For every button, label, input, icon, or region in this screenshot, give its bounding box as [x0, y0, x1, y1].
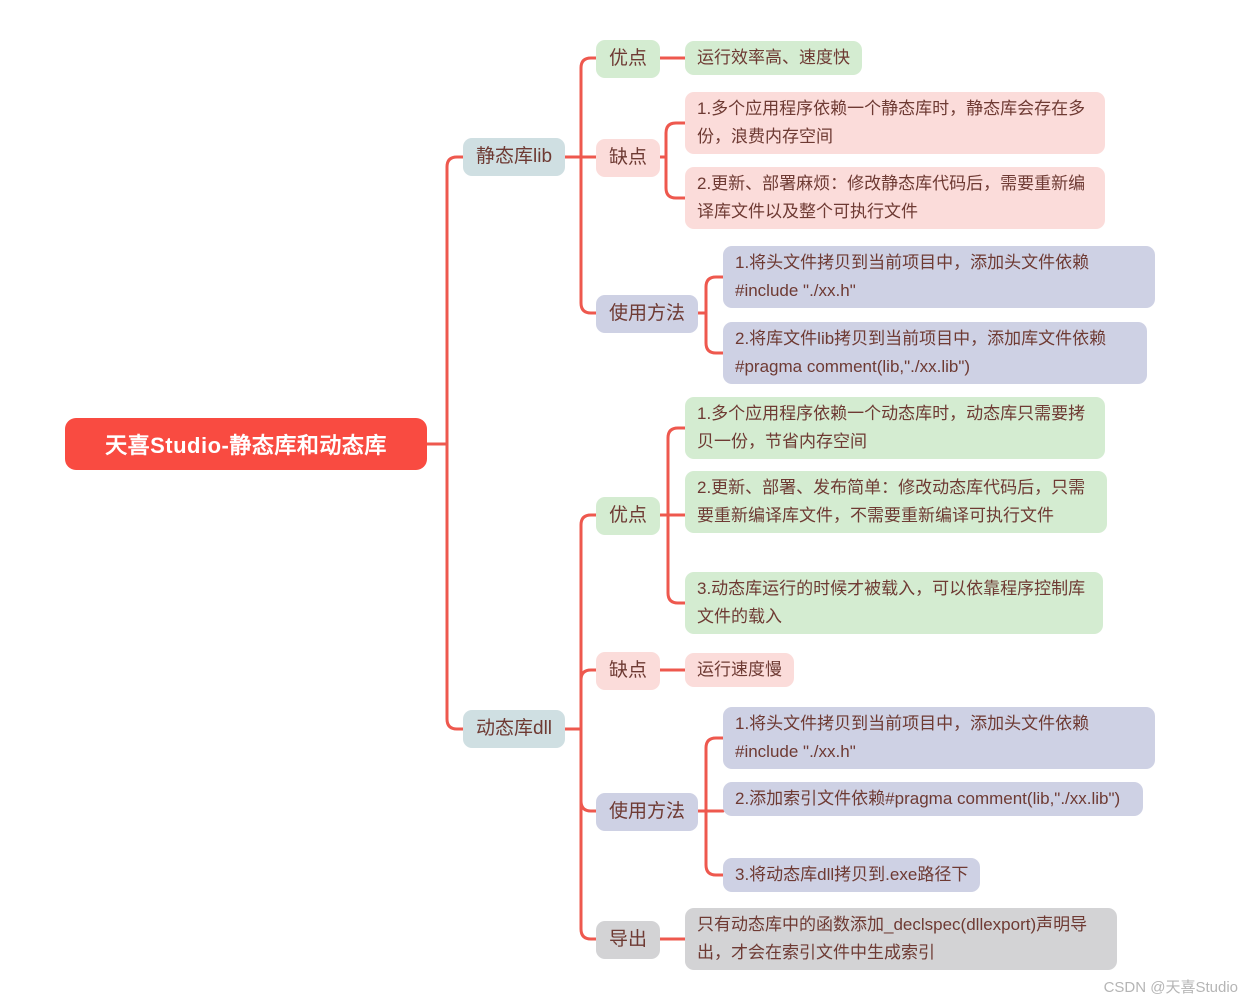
dll-disadvantages-label: 缺点 [596, 652, 661, 690]
dll-advantage-item-3: 3.动态库运行的时候才被载入，可以依靠程序控制库文件的载入 [685, 572, 1103, 634]
dll-advantage-item-2: 2.更新、部署、发布简单：修改动态库代码后，只需要重新编译库文件，不需要重新编译… [685, 471, 1107, 533]
dll-advantage-item-1: 1.多个应用程序依赖一个动态库时，动态库只需要拷贝一份，节省内存空间 [685, 397, 1105, 459]
dll-usage-label: 使用方法 [596, 793, 699, 831]
branch-dynamic-dll: 动态库dll [463, 710, 566, 748]
root-topic: 天喜Studio-静态库和动态库 [65, 418, 427, 470]
root-trunk-line [425, 155, 465, 731]
dll-export-note: 只有动态库中的函数添加_declspec(dllexport)声明导出，才会在索… [685, 908, 1117, 970]
static-branch-line [559, 56, 598, 315]
dll-branch-line [559, 513, 598, 941]
static-advantages-label: 优点 [596, 40, 661, 78]
dll-disadvantage-item: 运行速度慢 [685, 653, 794, 687]
static-disadvantages-label: 缺点 [596, 139, 661, 177]
static-advantage-item: 运行效率高、速度快 [685, 41, 862, 75]
static-usage-step-2: 2.将库文件lib拷贝到当前项目中，添加库文件依赖#pragma comment… [723, 322, 1147, 384]
dll-export-label: 导出 [596, 921, 661, 959]
static-usage-step-1: 1.将头文件拷贝到当前项目中，添加头文件依赖#include "./xx.h" [723, 246, 1155, 308]
branch-static-lib: 静态库lib [463, 138, 566, 176]
dll-usage-step-3: 3.将动态库dll拷贝到.exe路径下 [723, 858, 981, 892]
static-disadvantage-item-1: 1.多个应用程序依赖一个静态库时，静态库会存在多份，浪费内存空间 [685, 92, 1105, 154]
static-disadvantage-item-2: 2.更新、部署麻烦：修改静态库代码后，需要重新编译库文件以及整个可执行文件 [685, 167, 1105, 229]
dll-advantages-label: 优点 [596, 497, 661, 535]
dll-usage-step-2: 2.添加索引文件依赖#pragma comment(lib,"./xx.lib"… [723, 782, 1143, 816]
csdn-watermark: CSDN @天喜Studio [1103, 979, 1238, 996]
static-usage-label: 使用方法 [596, 295, 699, 333]
dll-usage-step-1: 1.将头文件拷贝到当前项目中，添加头文件依赖#include "./xx.h" [723, 707, 1155, 769]
